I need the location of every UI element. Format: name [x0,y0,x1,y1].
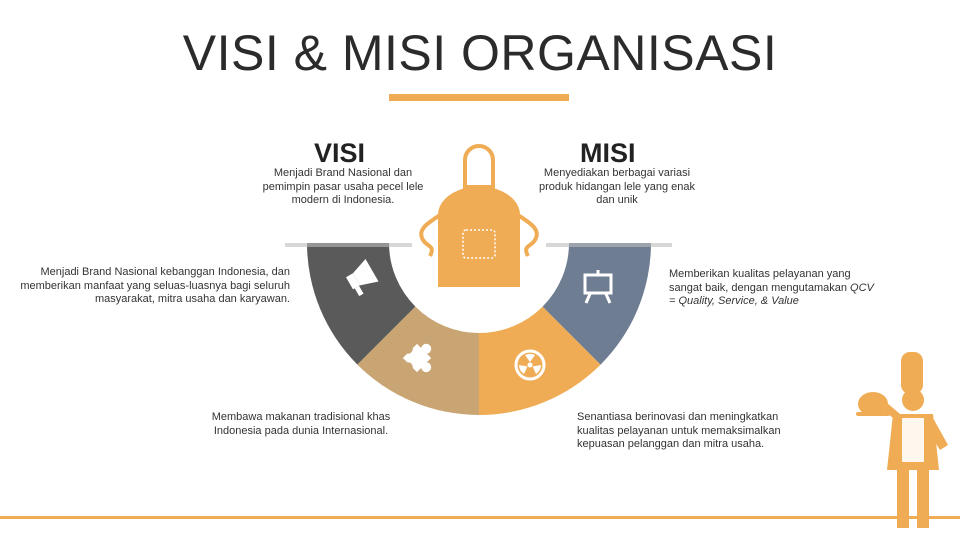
point-bottom-right-text: Senantiasa berinovasi dan meningkatkan k… [577,411,792,452]
point-left-text: Menjadi Brand Nasional kebanggan Indones… [15,266,290,307]
point-right-text: Memberikan kualitas pelayanan yang sanga… [669,268,879,309]
visi-heading: VISI [314,138,365,169]
point-bottom-left-text: Membawa makanan tradisional khas Indones… [198,411,404,438]
apron-icon [421,146,537,285]
qcv-emphasis: QCV = Quality, Service, & Value [669,282,874,308]
misi-heading: MISI [580,138,636,169]
bottom-accent-line [0,516,960,519]
visi-text: Menjadi Brand Nasional dan pemimpin pasa… [262,167,424,208]
misi-text: Menyediakan berbagai variasi produk hida… [536,167,698,208]
